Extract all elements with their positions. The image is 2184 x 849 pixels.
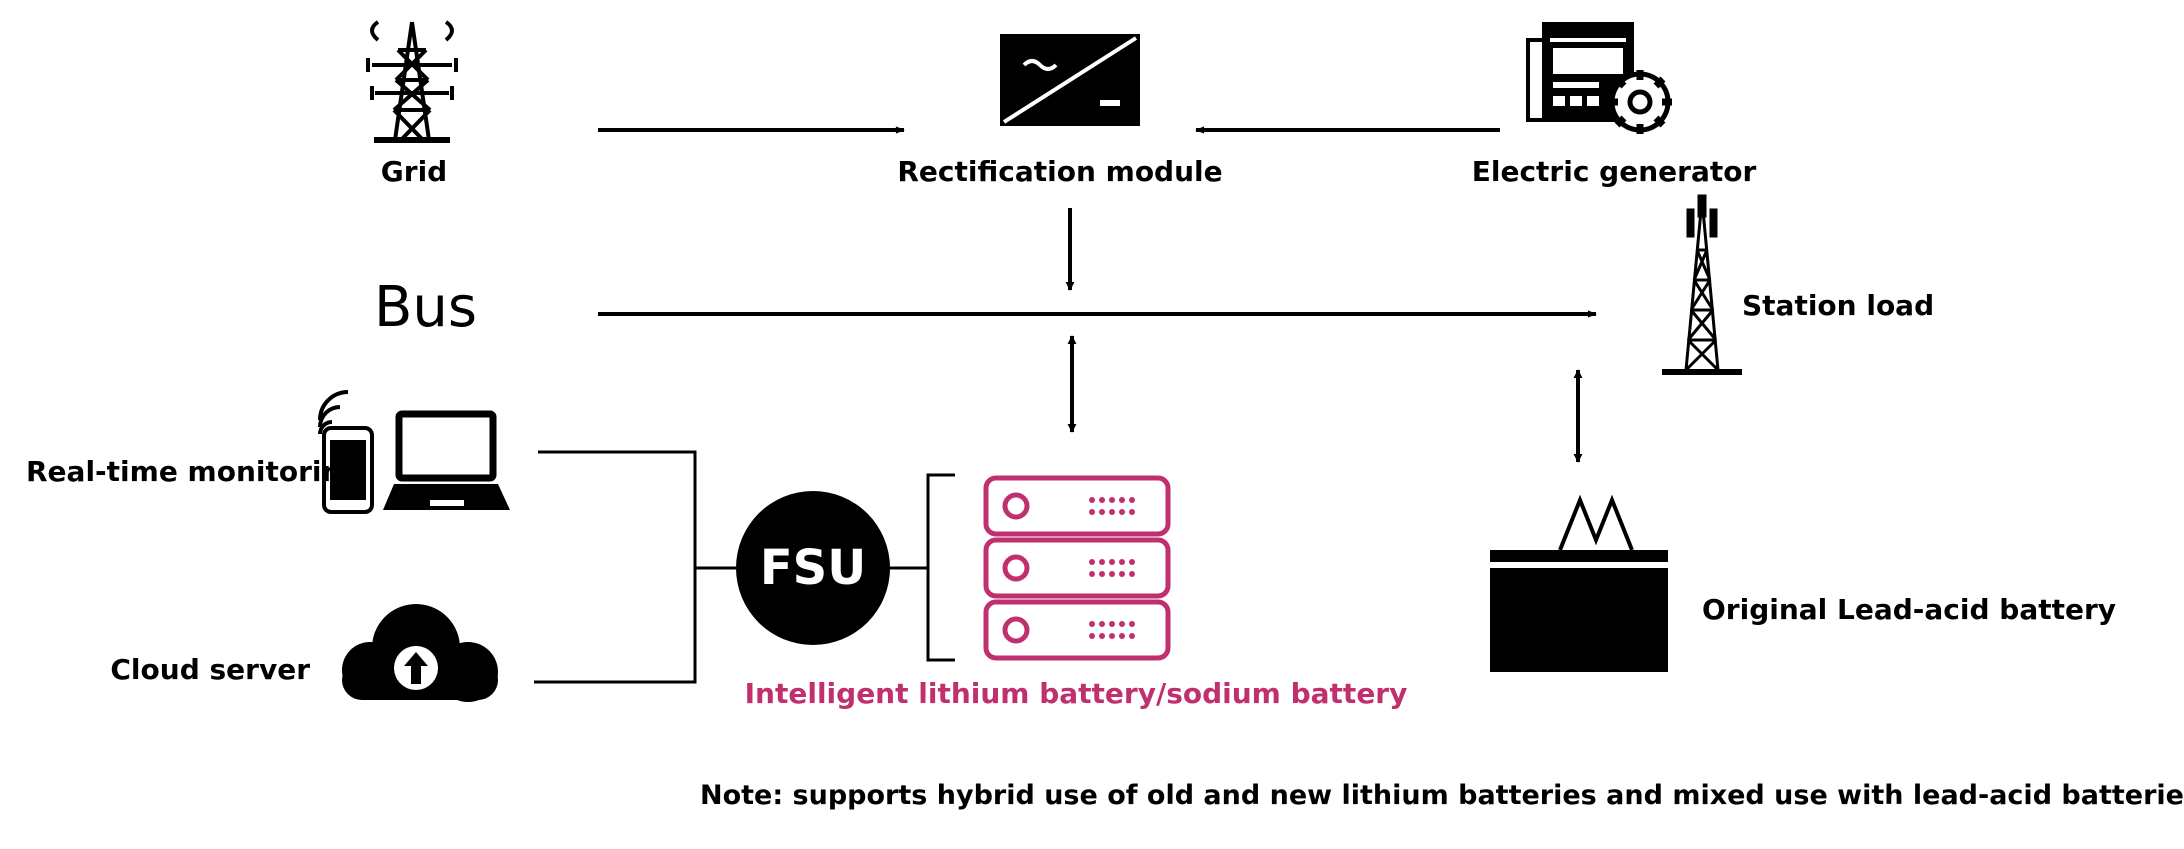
rectification-module-label: Rectification module — [897, 155, 1223, 188]
arrows — [598, 126, 1597, 463]
cloud-server-label: Cloud server — [110, 653, 310, 686]
connector-lines — [534, 450, 955, 684]
rectifier-icon — [1000, 34, 1140, 126]
bus-label: Bus — [374, 275, 478, 340]
lithium-battery-label: Intelligent lithium battery/sodium batte… — [744, 677, 1408, 710]
cell-tower-icon — [1662, 194, 1742, 375]
footnote: Note: supports hybrid use of old and new… — [700, 780, 2184, 811]
generator-control-panel-icon — [1526, 22, 1672, 134]
laptop-icon — [383, 410, 510, 510]
realtime-monitoring-label: Real-time monitoring — [26, 455, 362, 488]
lead-acid-battery-icon — [1490, 494, 1668, 672]
electric-generator-label: Electric generator — [1471, 155, 1757, 188]
battery-rack-icon — [983, 475, 1171, 661]
battery-bracket — [926, 473, 955, 662]
cloud-upload-icon — [342, 604, 498, 702]
smartphone-wifi-icon — [318, 390, 374, 514]
monitoring-link — [534, 450, 697, 684]
transmission-tower-icon — [366, 20, 458, 143]
fsu-node — [736, 491, 890, 645]
lead-acid-battery-label: Original Lead-acid battery — [1702, 593, 2117, 626]
station-load-label: Station load — [1742, 289, 1935, 322]
fsu-label: FSU — [759, 540, 867, 596]
grid-label: Grid — [380, 155, 448, 188]
